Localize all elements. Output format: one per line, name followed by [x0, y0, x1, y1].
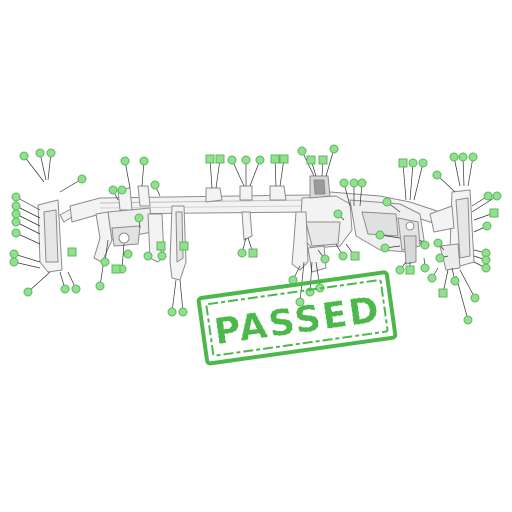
square-markers [67, 154, 499, 298]
passed-stamp: PASSED [196, 270, 398, 366]
inspection-points [9, 144, 502, 325]
stamp-border-outer [196, 270, 398, 366]
leader-lines [13, 148, 498, 321]
round-markers [9, 144, 502, 325]
stamp-border-inner [205, 279, 389, 357]
